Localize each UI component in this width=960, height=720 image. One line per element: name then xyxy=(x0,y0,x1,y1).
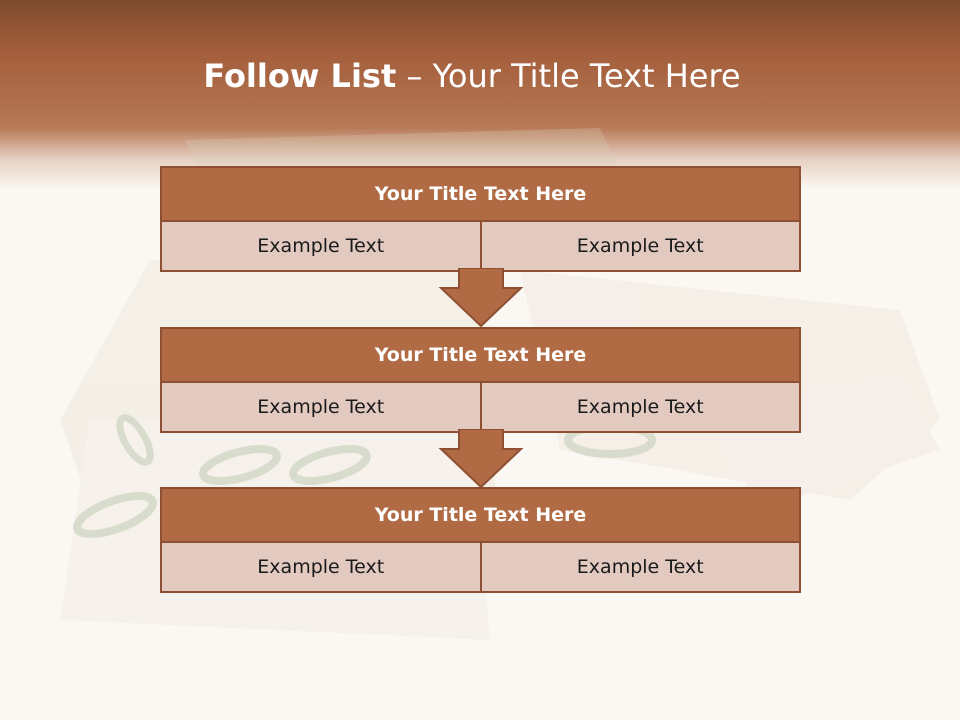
block-title: Your Title Text Here xyxy=(160,327,801,383)
list-block-3: Your Title Text Here Example Text Exampl… xyxy=(160,487,801,593)
block-cell: Example Text xyxy=(481,222,801,272)
down-arrow-icon xyxy=(438,268,524,328)
title-rest: Your Title Text Here xyxy=(432,57,741,95)
block-title: Your Title Text Here xyxy=(160,166,801,222)
block-cell: Example Text xyxy=(160,383,482,433)
block-row: Example Text Example Text xyxy=(160,222,801,272)
block-title: Your Title Text Here xyxy=(160,487,801,543)
block-cell: Example Text xyxy=(160,543,482,593)
title-bold: Follow List xyxy=(203,57,397,95)
block-row: Example Text Example Text xyxy=(160,383,801,433)
title-separator: – xyxy=(396,57,433,95)
block-cell: Example Text xyxy=(481,383,801,433)
header-band xyxy=(0,0,960,190)
page-title: Follow List – Your Title Text Here xyxy=(0,52,944,100)
block-row: Example Text Example Text xyxy=(160,543,801,593)
list-block-1: Your Title Text Here Example Text Exampl… xyxy=(160,166,801,272)
list-block-2: Your Title Text Here Example Text Exampl… xyxy=(160,327,801,433)
down-arrow-icon xyxy=(438,429,524,489)
block-cell: Example Text xyxy=(160,222,482,272)
block-cell: Example Text xyxy=(481,543,801,593)
